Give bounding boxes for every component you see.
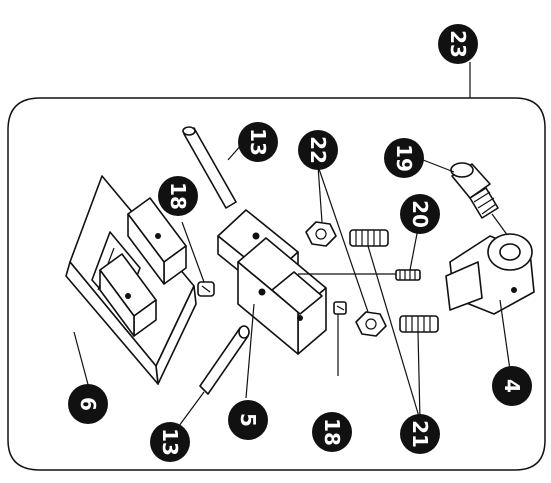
leader-22-a <box>317 165 323 223</box>
callout-6: 6 <box>68 384 108 424</box>
callout-23-label: 23 <box>446 30 470 58</box>
leader-6 <box>73 331 91 393</box>
callout-19: 19 <box>384 138 424 178</box>
callout-13-bottom-label: 13 <box>158 428 182 456</box>
callout-5-label: 5 <box>236 413 260 427</box>
callout-22-label: 22 <box>306 136 330 164</box>
callout-18-top-label: 18 <box>166 182 190 210</box>
callout-18-bottom-label: 18 <box>320 418 344 446</box>
clamp-part <box>445 233 535 371</box>
callout-4-label: 4 <box>500 379 524 393</box>
set-screw-top <box>349 229 389 247</box>
callout-20: 20 <box>400 194 440 234</box>
callout-22: 22 <box>298 130 338 170</box>
nut-bottom <box>355 311 387 337</box>
pin-top <box>182 126 237 209</box>
callout-13-bottom: 13 <box>150 422 190 462</box>
cap-screw-part <box>450 162 509 237</box>
leader-21-b <box>417 331 421 421</box>
callout-21: 21 <box>400 414 440 454</box>
leader-22-b <box>317 165 369 313</box>
pin-bottom <box>199 325 250 395</box>
set-screw-bottom <box>399 315 439 333</box>
leader-21-a <box>367 245 421 421</box>
callout-4: 4 <box>492 366 532 406</box>
callout-18-bottom: 18 <box>312 412 352 452</box>
callout-6-label: 6 <box>76 397 100 411</box>
spring-part <box>298 269 421 281</box>
callout-21-label: 21 <box>408 420 432 448</box>
assembly-frame <box>7 97 546 471</box>
callout-18-top: 18 <box>158 176 198 216</box>
callout-13-top-label: 13 <box>246 128 270 156</box>
small-screw-bottom <box>333 301 347 376</box>
callout-13-top: 13 <box>238 122 278 162</box>
leader-13-bottom <box>175 391 205 431</box>
callout-23: 23 <box>438 24 478 64</box>
leader-5 <box>245 303 255 399</box>
small-screw-top <box>181 221 215 297</box>
callout-20-label: 20 <box>408 200 432 228</box>
middle-bracket-part <box>217 209 327 355</box>
leader-19 <box>417 157 455 173</box>
base-plate-part <box>65 175 197 385</box>
callout-19-label: 19 <box>392 144 416 172</box>
nut-top <box>305 221 337 247</box>
callout-5: 5 <box>228 400 268 440</box>
